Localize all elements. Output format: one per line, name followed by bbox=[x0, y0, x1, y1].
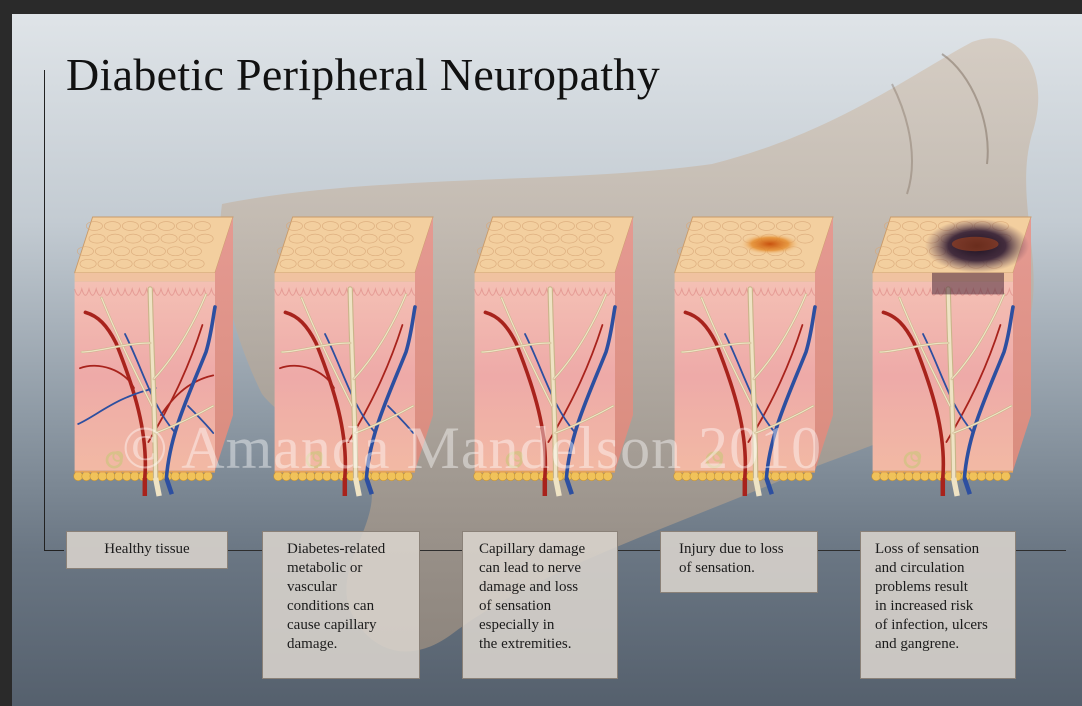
page-title: Diabetic Peripheral Neuropathy bbox=[66, 48, 660, 101]
skin-block-5 bbox=[860, 192, 1040, 512]
connector-line bbox=[228, 550, 262, 551]
connector-line bbox=[1016, 550, 1066, 551]
left-bracket-foot bbox=[44, 550, 64, 551]
caption-diabetes-related: Diabetes-related metabolic or vascular c… bbox=[262, 531, 420, 679]
connector-line bbox=[420, 550, 462, 551]
caption-text: Capillary damage can lead to nerve damag… bbox=[479, 540, 607, 654]
caption-healthy-tissue: Healthy tissue bbox=[66, 531, 228, 569]
tissue-cross-section bbox=[860, 192, 1040, 512]
left-bracket-vertical bbox=[44, 70, 45, 550]
connector-line bbox=[618, 550, 660, 551]
connector-line bbox=[818, 550, 860, 551]
copyright-watermark: © Amanda Mandelson 2010 bbox=[122, 414, 822, 483]
caption-loss-of-sensation: Loss of sensation and circulation proble… bbox=[860, 531, 1016, 679]
caption-capillary-damage: Capillary damage can lead to nerve damag… bbox=[462, 531, 618, 679]
illustration-canvas: Diabetic Peripheral Neuropathy bbox=[12, 14, 1082, 706]
caption-injury: Injury due to loss of sensation. bbox=[660, 531, 818, 593]
caption-text: Healthy tissue bbox=[77, 540, 217, 559]
caption-text: Loss of sensation and circulation proble… bbox=[875, 540, 1005, 654]
caption-text: Injury due to loss of sensation. bbox=[679, 540, 807, 578]
caption-text: Diabetes-related metabolic or vascular c… bbox=[287, 540, 409, 654]
